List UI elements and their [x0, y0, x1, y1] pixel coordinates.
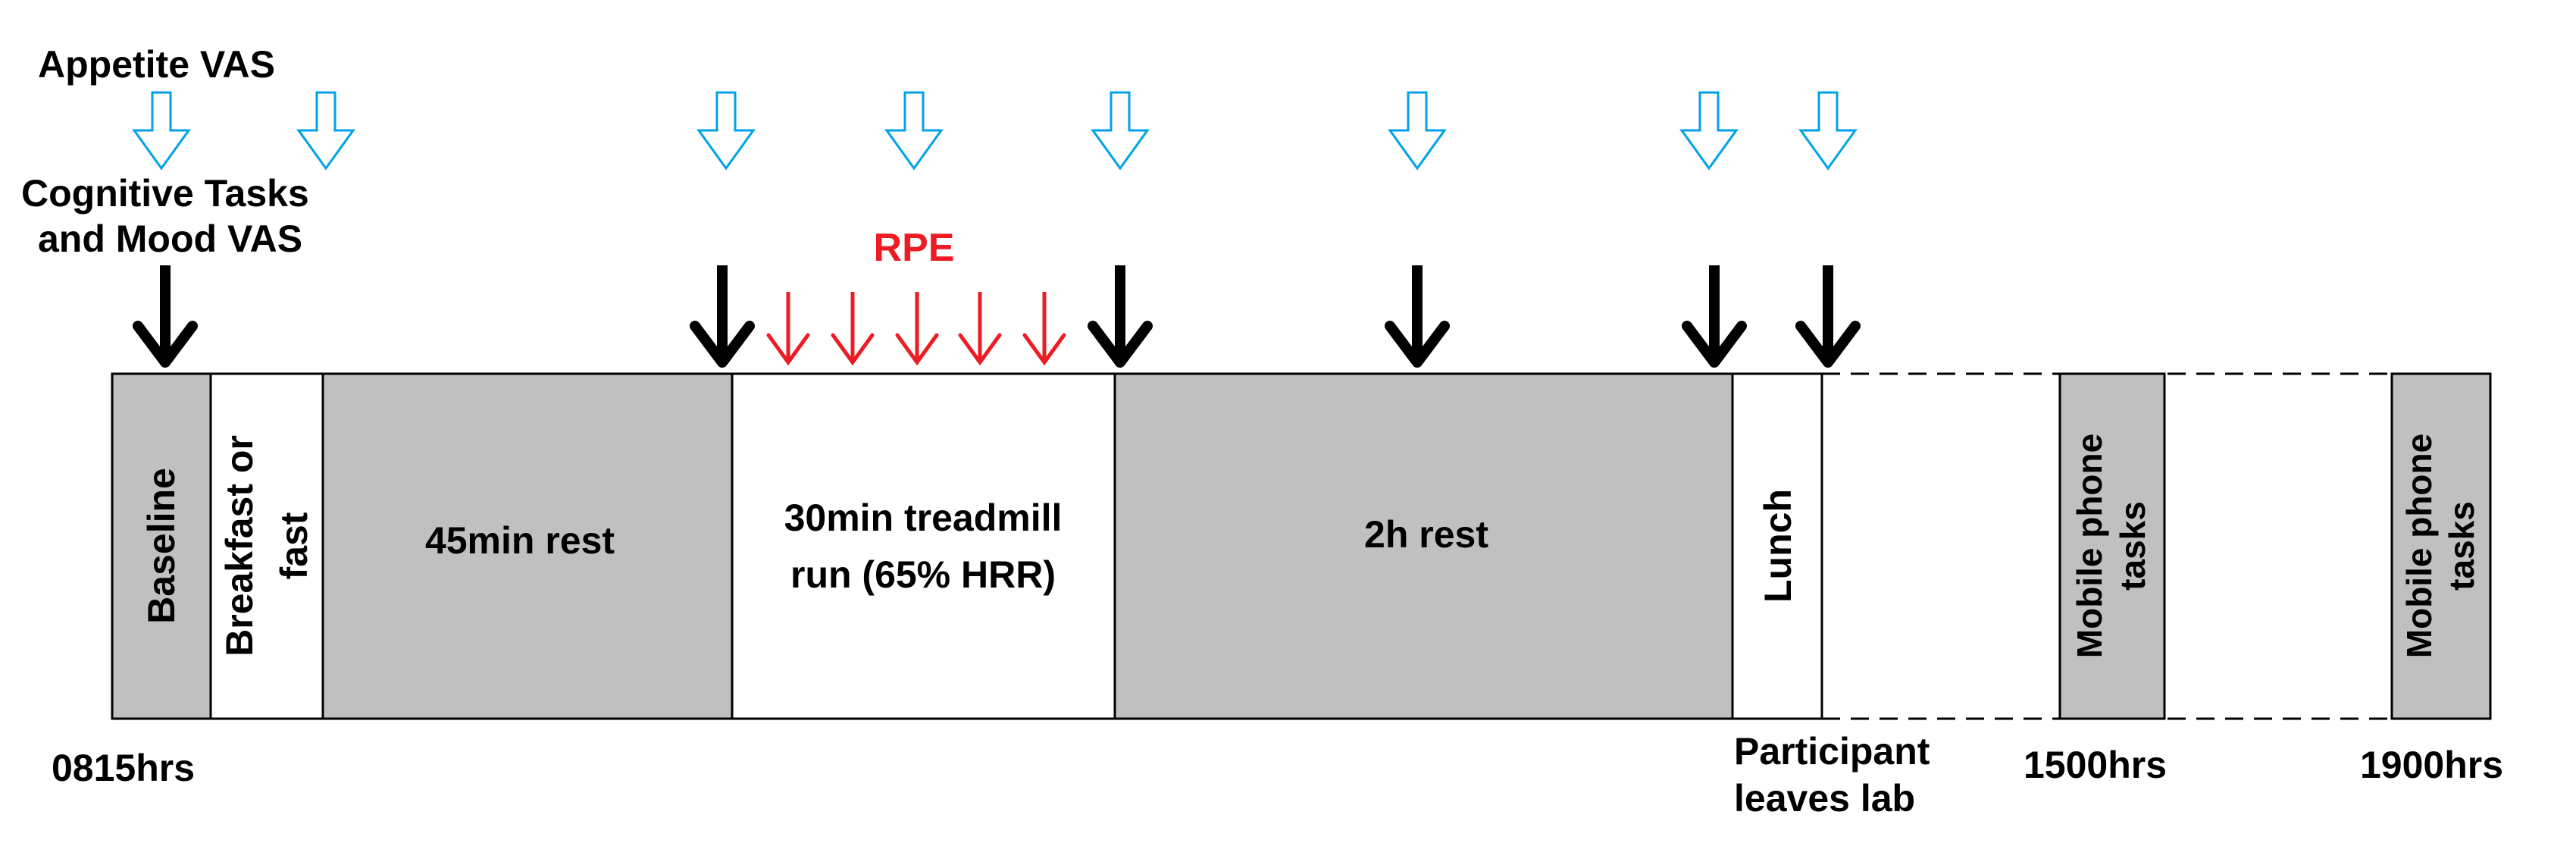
- cognitive-label-line2: and Mood VAS: [38, 218, 302, 260]
- appetite-arrow-icon: [1798, 91, 1858, 171]
- segment-treadmill: [731, 372, 1116, 720]
- rpe-label: RPE: [874, 226, 955, 270]
- treadmill-label-line2: run (65% HRR): [790, 553, 1056, 596]
- appetite-vas-arrows: [132, 91, 1858, 171]
- mobile2-label-line1: Mobile phone: [2399, 434, 2439, 658]
- appetite-arrow-icon: [132, 91, 191, 171]
- segment-breakfast: [209, 372, 324, 720]
- segment-lunch: [1731, 372, 1823, 720]
- appetite-arrow-icon: [1388, 91, 1447, 171]
- time-1900: 1900hrs: [2360, 744, 2503, 786]
- rpe-arrows: [766, 292, 1066, 366]
- time-1500: 1500hrs: [2024, 744, 2167, 786]
- segment-baseline: [111, 372, 212, 720]
- rpe-arrow-icon: [958, 292, 1002, 366]
- segment-2h-rest: [1113, 372, 1734, 720]
- cognitive-arrow-icon: [690, 265, 755, 368]
- rest2h-label: 2h rest: [1364, 513, 1488, 556]
- breakfast-label-line2: fast: [273, 512, 315, 579]
- leave-label-line1: Participant: [1734, 730, 1930, 773]
- leave-label-line2: leaves lab: [1734, 777, 1915, 820]
- appetite-arrow-icon: [296, 91, 355, 171]
- rpe-arrow-icon: [831, 292, 875, 366]
- appetite-arrow-icon: [1679, 91, 1739, 171]
- appetite-arrow-icon: [1091, 91, 1150, 171]
- mobile1-label-line2: tasks: [2113, 501, 2152, 591]
- segment-45min-rest: [321, 372, 734, 720]
- treadmill-label-line1: 30min treadmill: [784, 497, 1063, 539]
- appetite-vas-label: Appetite VAS: [38, 43, 275, 86]
- cognitive-label-line1: Cognitive Tasks: [21, 172, 309, 215]
- lunch-label: Lunch: [1757, 489, 1799, 603]
- appetite-arrow-icon: [696, 91, 756, 171]
- cognitive-arrow-icon: [1682, 265, 1747, 368]
- time-start: 0815hrs: [52, 747, 195, 789]
- cognitive-task-arrows: [133, 265, 1861, 368]
- cognitive-arrow-icon: [1795, 265, 1861, 368]
- mobile2-label-line2: tasks: [2442, 501, 2481, 591]
- breakfast-label-line1: Breakfast or: [218, 435, 261, 657]
- cognitive-arrow-icon: [1088, 265, 1153, 368]
- segment-mobile-1: [2058, 372, 2166, 720]
- appetite-arrow-icon: [884, 91, 944, 171]
- rpe-arrow-icon: [1022, 292, 1066, 366]
- rpe-arrow-icon: [895, 292, 939, 366]
- segment-mobile-2: [2390, 372, 2492, 720]
- cognitive-arrow-icon: [133, 265, 198, 368]
- cognitive-arrow-icon: [1385, 265, 1450, 368]
- mobile1-label-line1: Mobile phone: [2070, 434, 2109, 658]
- rest45-label: 45min rest: [425, 519, 615, 562]
- rpe-arrow-icon: [766, 292, 810, 366]
- baseline-label: Baseline: [140, 468, 183, 624]
